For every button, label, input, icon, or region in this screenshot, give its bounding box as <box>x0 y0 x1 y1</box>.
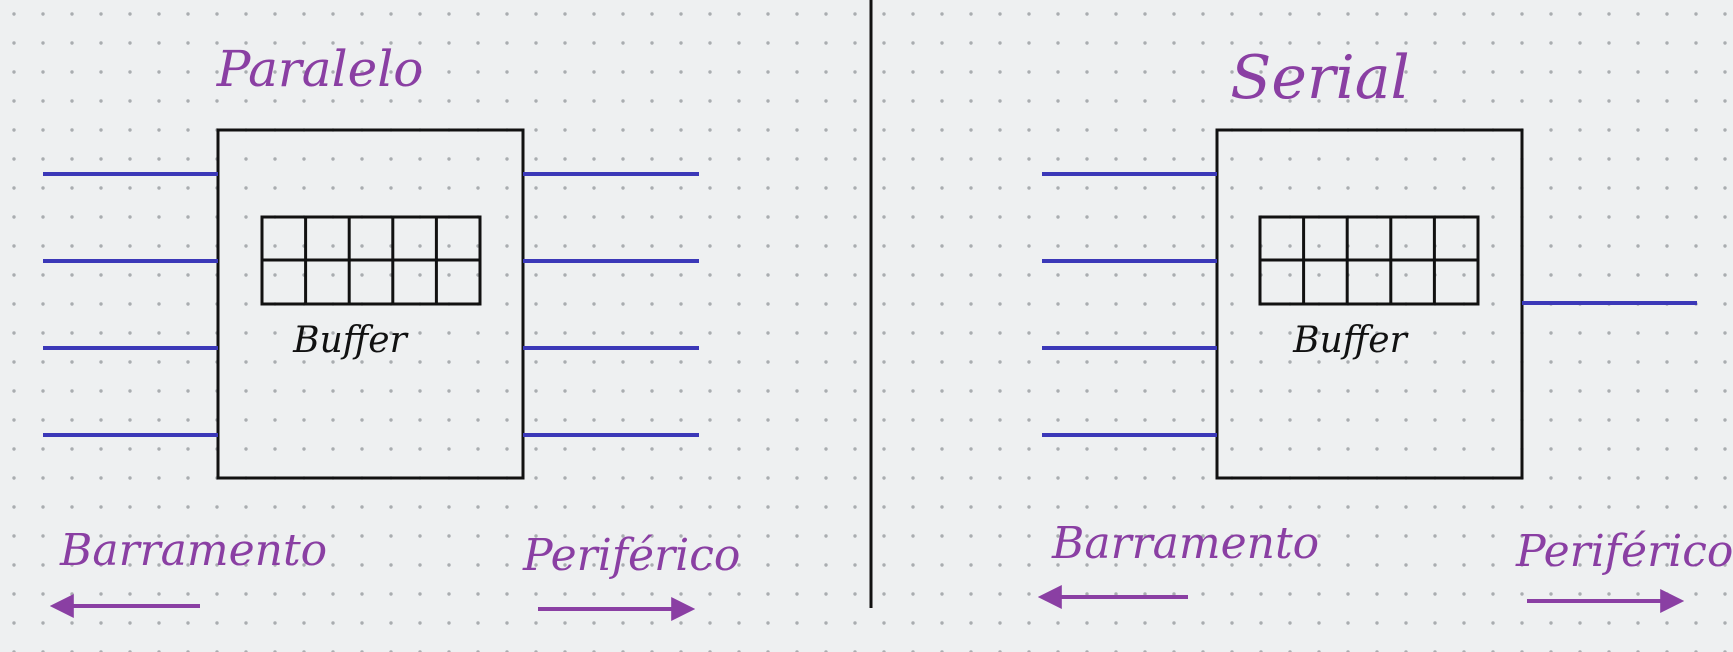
parallel-device-box <box>216 128 525 480</box>
parallel-buffer-label: Buffer <box>292 320 408 361</box>
parallel-bus-label: Barramento <box>59 525 327 576</box>
parallel-panel: Paralelo Buffer Barramento Per <box>43 40 740 621</box>
serial-peripheral-label: Periférico <box>1515 526 1733 577</box>
parallel-peripheral-label: Periférico <box>522 530 740 581</box>
parallel-output-wires <box>523 172 699 437</box>
serial-buffer-label: Buffer <box>1292 320 1408 361</box>
serial-title: Serial <box>1230 43 1409 113</box>
serial-panel: Serial Buffer Barramento Periférico <box>1037 43 1733 613</box>
parallel-buffer-grid <box>260 215 482 306</box>
parallel-input-wires <box>43 172 218 437</box>
serial-input-wires <box>1042 172 1217 437</box>
serial-bus-label: Barramento <box>1051 518 1319 569</box>
serial-buffer-grid <box>1258 215 1480 306</box>
parallel-title: Paralelo <box>216 40 424 98</box>
